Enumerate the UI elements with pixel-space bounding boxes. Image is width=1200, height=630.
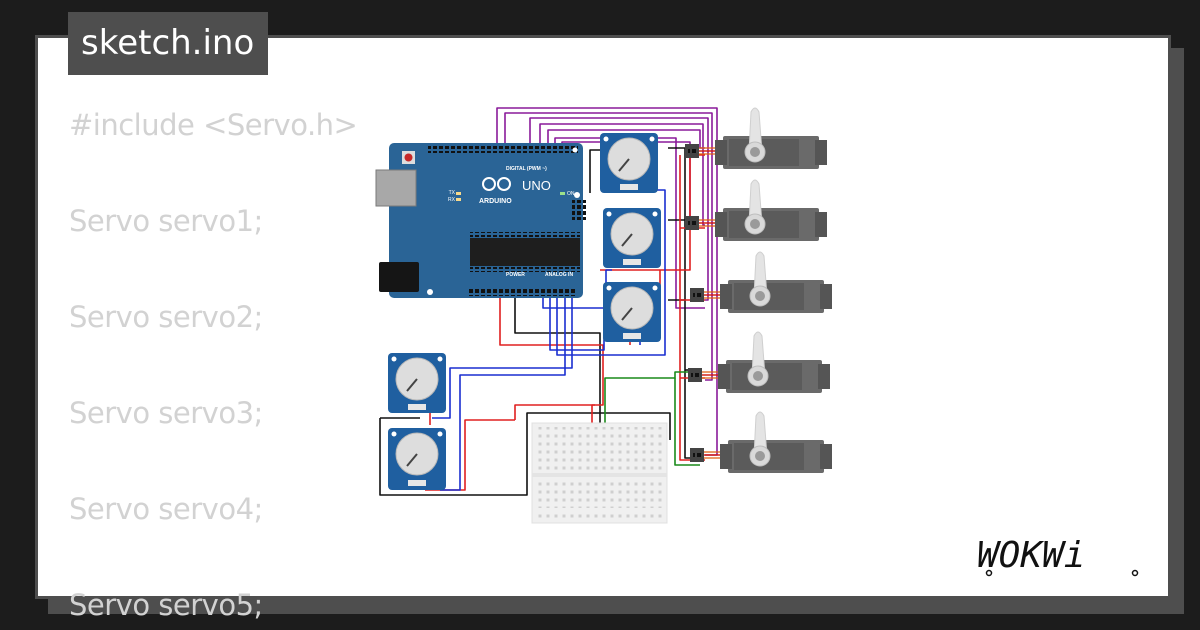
servo-motor-5: [690, 411, 832, 473]
arduino-uno-board: UNO ARDUINO DIGITAL (PWM ~) ANALOG IN PO…: [375, 143, 586, 298]
potentiometer-4: [388, 353, 446, 413]
code-line-2: Servo servo1;: [69, 204, 263, 238]
circuit-diagram: UNO ARDUINO DIGITAL (PWM ~) ANALOG IN PO…: [375, 107, 832, 524]
potentiometer-5: [388, 428, 446, 490]
rx-label: RX: [448, 197, 456, 203]
power-header-label: POWER: [506, 272, 525, 278]
wokwi-logo: WOKWi: [977, 535, 1139, 577]
arduino-brand-label: ARDUINO: [479, 198, 512, 205]
analog-header-label: ANALOG IN: [545, 272, 573, 278]
potentiometer-2: [603, 208, 661, 268]
servo-motor-4: [688, 331, 830, 393]
tx-label: TX: [449, 190, 456, 196]
potentiometer-1: [600, 133, 658, 193]
code-line-3: Servo servo2;: [69, 300, 263, 334]
code-line-6: Servo servo5;: [69, 588, 263, 622]
code-line-1: #include <Servo.h>: [69, 108, 358, 142]
code-line-4: Servo servo3;: [69, 396, 263, 430]
servo-motor-3: [690, 251, 832, 313]
breadboard: [531, 422, 668, 524]
wokwi-logo-text: WOKWi: [977, 535, 1085, 576]
digital-header-label: DIGITAL (PWM ~): [506, 166, 547, 172]
file-title-badge: sketch.ino: [68, 12, 269, 75]
on-label: ON: [567, 191, 575, 197]
arduino-uno-label: UNO: [522, 178, 551, 193]
servo-motor-2: [685, 179, 827, 241]
code-line-5: Servo servo4;: [69, 492, 263, 526]
potentiometer-3: [603, 282, 661, 342]
servo-motor-1: [685, 107, 827, 169]
